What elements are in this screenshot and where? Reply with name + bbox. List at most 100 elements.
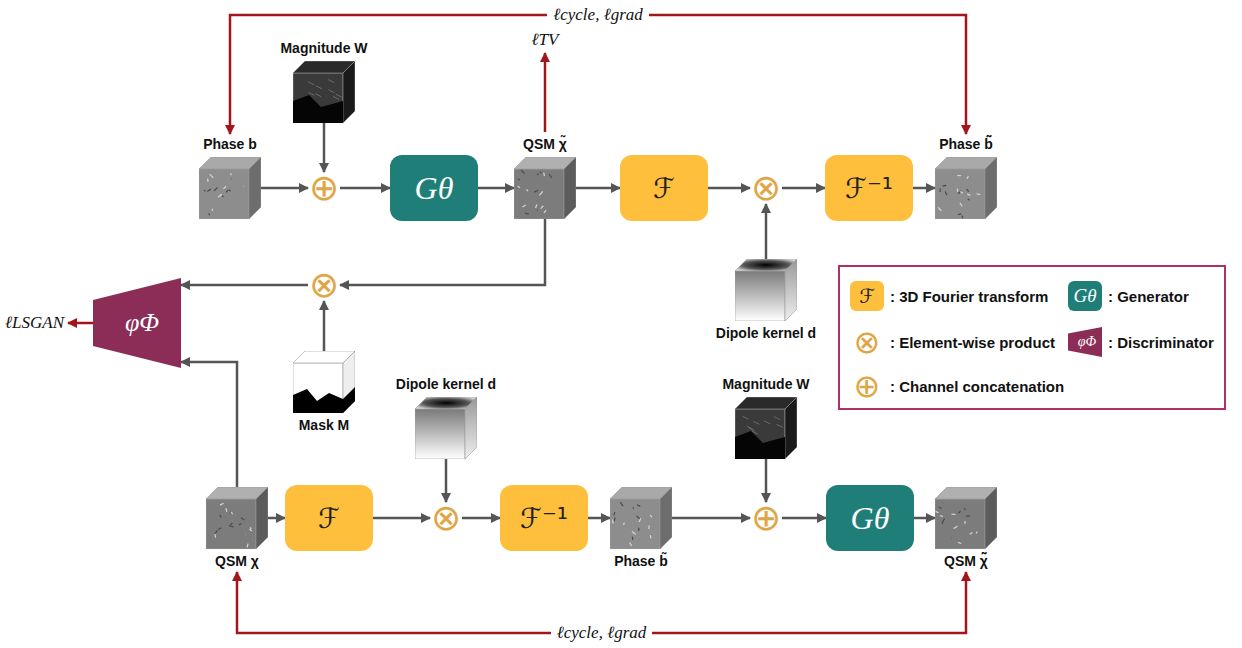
node-text: Phase b̃̃	[939, 136, 993, 153]
node-text: Phase b̃	[614, 553, 668, 570]
texture-stroke	[650, 535, 652, 538]
node-text: QSM χ̃	[523, 136, 567, 153]
texture-stroke	[936, 511, 939, 512]
flow-connector	[765, 204, 768, 259]
flow-connector	[478, 187, 514, 190]
trapezoid	[93, 278, 181, 368]
texture-stroke	[333, 96, 339, 99]
legend-swatch: Gθ	[1068, 281, 1102, 311]
texture-stroke	[218, 528, 221, 530]
flow-connector	[765, 459, 768, 502]
texture-stroke	[637, 516, 640, 519]
texture-stroke	[223, 187, 226, 189]
texture-stroke	[245, 534, 246, 535]
cube-side	[343, 61, 355, 123]
volume-node: Dipole kernel d	[396, 376, 496, 459]
volume-node: Phase b̃	[610, 487, 672, 570]
mask-region	[343, 387, 355, 413]
texture-stroke	[962, 216, 963, 219]
operation-box: Gθ	[390, 155, 478, 221]
texture-stroke	[976, 193, 980, 195]
texture-stroke	[336, 94, 342, 97]
legend-box: ℱ: 3D Fourier transformGθ: Generator⊗: E…	[838, 265, 1226, 410]
node-text: ⊗	[309, 269, 339, 301]
volume-node: Phase b̃̃	[935, 136, 997, 219]
volume-node: Dipole kernel d	[716, 259, 816, 342]
texture-stroke	[518, 186, 520, 188]
flow-connector	[672, 517, 750, 520]
volume-node: QSM χ̃̃	[935, 487, 997, 570]
texture-stroke	[250, 527, 251, 528]
texture-stroke	[940, 515, 943, 517]
texture-stroke	[942, 185, 946, 187]
texture-stroke	[967, 189, 969, 191]
flow-connector	[323, 123, 326, 172]
texture-stroke	[220, 194, 221, 196]
volume-node: Phase b	[199, 136, 261, 219]
cube-front	[293, 363, 343, 413]
operator-symbol: ⊗	[430, 502, 462, 534]
texture-stroke	[964, 508, 965, 510]
flow-connector	[268, 517, 285, 520]
texture-stroke	[648, 525, 650, 529]
legend-item: φΦ : Discriminator	[1068, 327, 1214, 357]
texture-stroke	[938, 207, 941, 210]
texture-stroke	[207, 189, 211, 191]
flow-connector	[782, 187, 825, 190]
loss-arrow	[68, 322, 93, 325]
texture-stroke	[540, 172, 541, 173]
texture-stroke	[650, 515, 652, 517]
volume-node: QSM χ̃	[514, 136, 576, 219]
texture-stroke	[623, 523, 625, 525]
cube-front	[199, 169, 249, 219]
texture-stroke	[225, 508, 227, 512]
texture-stroke	[958, 542, 961, 543]
legend-item: ℱ: 3D Fourier transform	[850, 281, 1048, 311]
texture-stroke	[614, 517, 615, 521]
texture-stroke	[958, 213, 961, 215]
texture-stroke	[241, 518, 244, 520]
flow-connector	[181, 362, 237, 487]
node-text: QSM χ	[215, 553, 259, 570]
texture-stroke	[534, 190, 538, 192]
legend-text: : Discriminator	[1108, 334, 1214, 351]
node-text: Magnitude W	[280, 40, 367, 57]
cube-front	[514, 169, 564, 219]
texture-stroke	[521, 170, 524, 174]
flow-connector	[462, 517, 500, 520]
node-text: ℱ	[318, 502, 340, 535]
texture-stroke	[204, 190, 205, 191]
texture-stroke	[749, 428, 755, 431]
texture-stroke	[214, 534, 216, 538]
legend-glyph: ⊕	[854, 371, 881, 401]
cube-front	[935, 499, 985, 549]
operation-box: ℱ	[285, 485, 373, 551]
cube-side	[785, 397, 797, 459]
texture-stroke	[632, 537, 634, 540]
texture-stroke	[207, 179, 209, 182]
node-text: ℱ⁻¹	[845, 172, 893, 205]
texture-stroke	[943, 518, 945, 521]
texture-stroke	[221, 195, 224, 197]
node-text: ⊕	[751, 502, 781, 534]
mask-region	[293, 389, 343, 413]
operator-symbol: ⊗	[308, 269, 340, 301]
texture-stroke	[214, 187, 217, 190]
texture-stroke	[951, 537, 953, 538]
node-text: ℱ⁻¹	[520, 502, 568, 535]
texture-stroke	[753, 421, 759, 424]
texture-stroke	[976, 532, 977, 534]
legend-item: ⊕ : Channel concatenation	[850, 371, 1064, 401]
texture-stroke	[966, 515, 970, 516]
cube-side	[465, 397, 477, 459]
cube-side	[343, 351, 355, 413]
texture-stroke	[226, 190, 228, 192]
volume-cube	[415, 397, 477, 459]
operator-symbol: ⊗	[750, 172, 782, 204]
cube-side	[985, 157, 997, 219]
cube-side	[985, 487, 997, 549]
legend-text: : Channel concatenation	[890, 378, 1064, 395]
texture-stroke	[239, 524, 241, 525]
legend-swatch: φΦ	[1068, 327, 1102, 357]
operator-symbol: ⊕	[750, 502, 782, 534]
